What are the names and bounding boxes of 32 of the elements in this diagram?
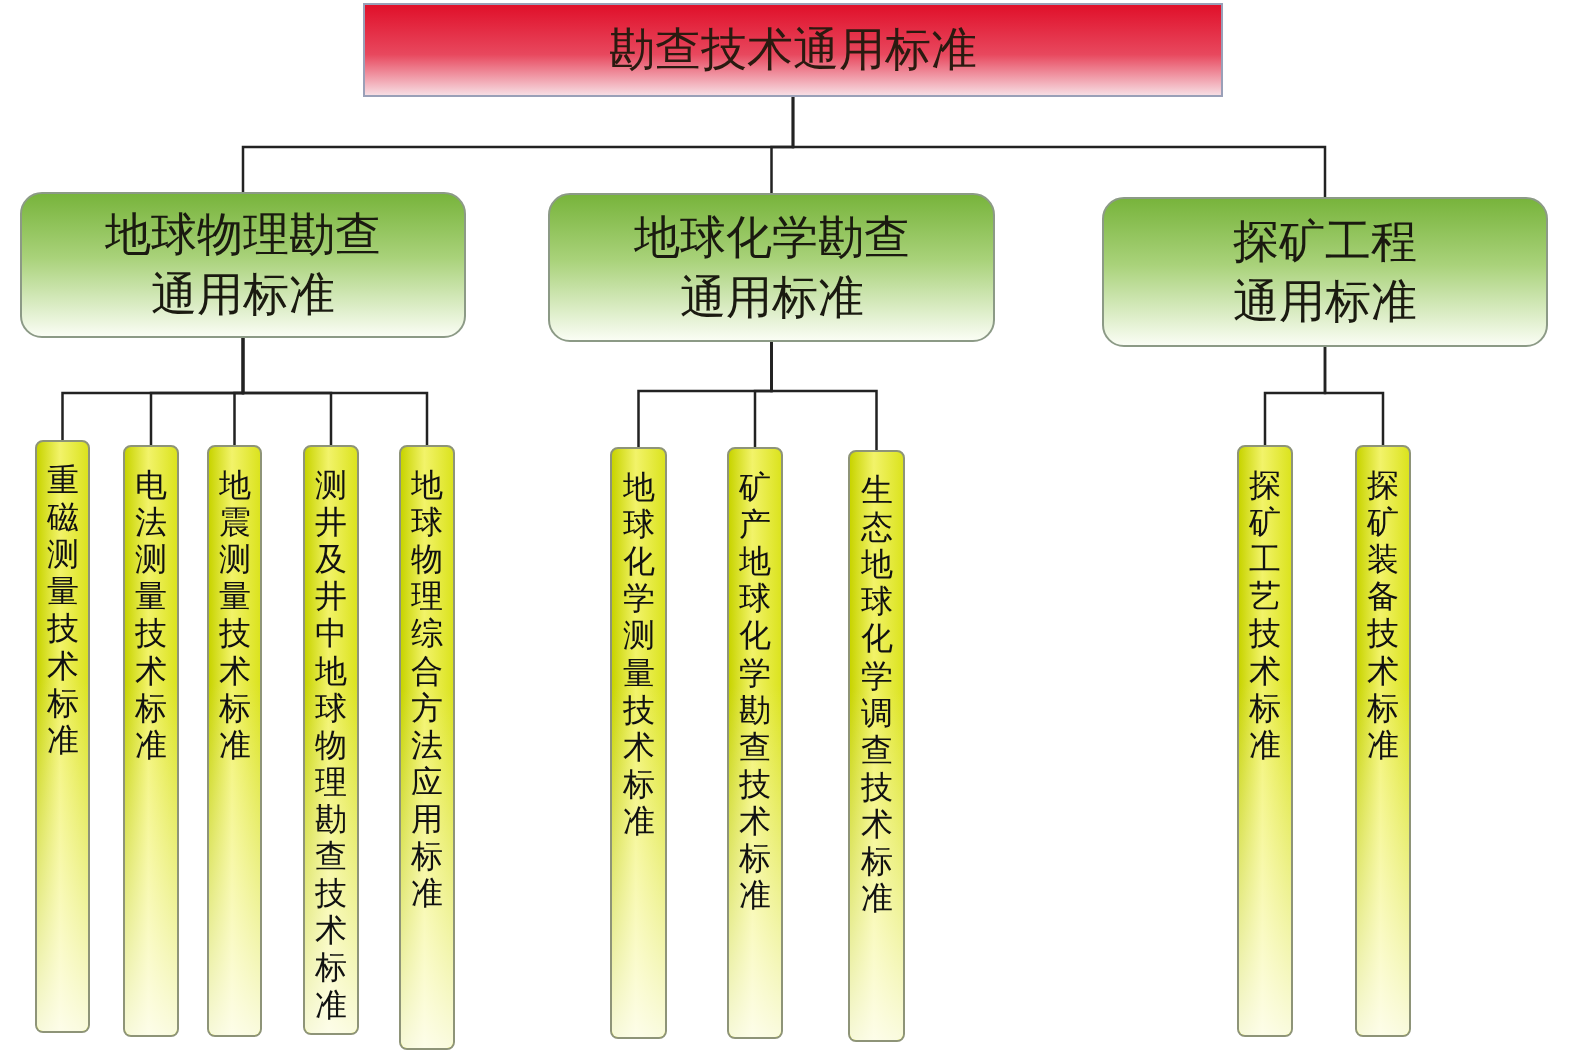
connector-line bbox=[1323, 347, 1385, 445]
category-box bbox=[20, 192, 466, 338]
node-label: 电法测量技术标准 bbox=[135, 467, 167, 766]
root-box bbox=[363, 3, 1223, 97]
category-box bbox=[548, 193, 995, 342]
node-label: 地震测量技术标准 bbox=[218, 467, 251, 766]
node-label: 矿产地球化学勘查技术标准 bbox=[739, 469, 771, 917]
standard-bar bbox=[399, 445, 455, 1050]
standard-bar bbox=[1237, 445, 1293, 1037]
node-label: 探矿装备技术标准 bbox=[1367, 467, 1399, 766]
node-label: 探矿工艺技术标准 bbox=[1249, 467, 1281, 766]
node-label: 重磁测量技术标准 bbox=[46, 462, 79, 761]
node-label: 勘查技术通用标准 bbox=[609, 21, 977, 78]
standard-bar bbox=[207, 445, 262, 1037]
node-label: 地球化学测量技术标准 bbox=[622, 469, 655, 842]
node-label: 地球物理勘查通用标准 bbox=[105, 206, 381, 323]
node-label: 测井及井中地球物理勘查技术标准 bbox=[315, 467, 347, 1026]
node-label: 地球物理综合方法应用标准 bbox=[411, 467, 443, 915]
category-box bbox=[1102, 197, 1548, 347]
standard-bar bbox=[303, 445, 359, 1035]
connector-line bbox=[770, 342, 878, 450]
standard-bar bbox=[727, 447, 783, 1039]
standard-bar bbox=[35, 440, 90, 1033]
node-label: 地球化学勘查通用标准 bbox=[633, 208, 910, 326]
connector-line bbox=[791, 97, 1327, 197]
standard-bar bbox=[848, 450, 905, 1042]
standard-bar bbox=[123, 445, 179, 1037]
connector-line bbox=[241, 338, 429, 445]
node-label: 探矿工程通用标准 bbox=[1233, 213, 1417, 330]
standard-bar bbox=[1355, 445, 1411, 1037]
standard-bar bbox=[610, 447, 667, 1039]
node-label: 生态地球化学调查技术标准 bbox=[860, 472, 893, 920]
